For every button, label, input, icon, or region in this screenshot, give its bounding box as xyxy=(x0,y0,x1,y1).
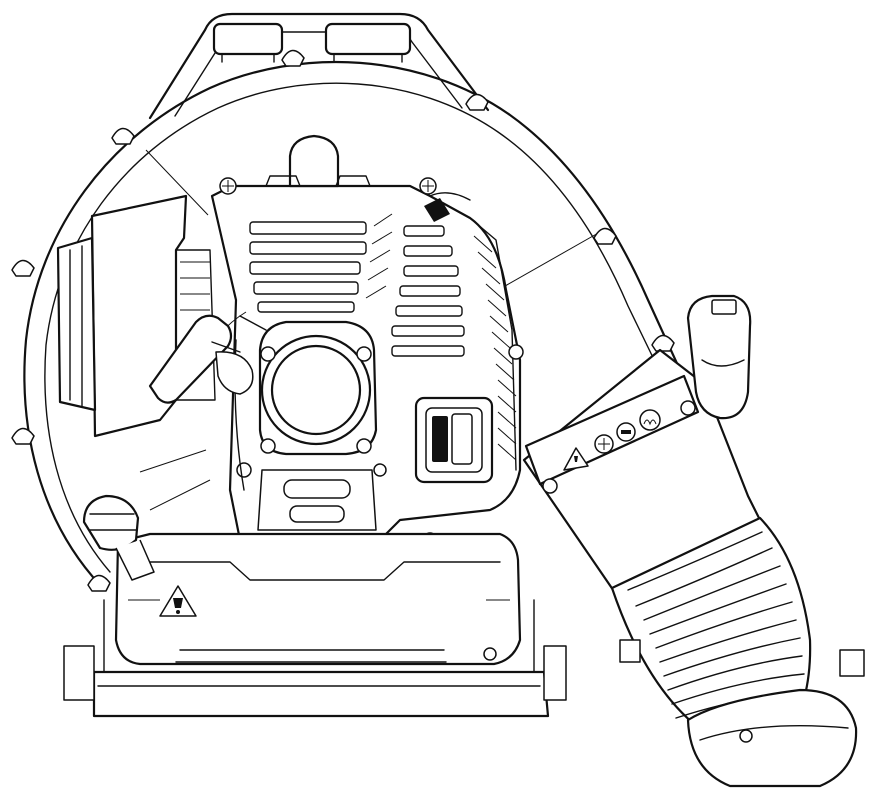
blower-tube xyxy=(522,294,865,788)
run-icon xyxy=(616,422,636,442)
starter-handle xyxy=(414,396,494,484)
carry-handle xyxy=(148,12,490,120)
base-frame xyxy=(63,599,567,718)
warning-triangle-icon xyxy=(563,447,589,471)
fan-housing xyxy=(11,49,682,592)
exhaust-ring xyxy=(139,311,378,531)
air-filter-box xyxy=(56,194,216,438)
hot-surface-icon xyxy=(639,409,661,431)
fuel-tank xyxy=(82,494,522,666)
choke-icon xyxy=(594,434,614,454)
throttle-control: STIHL xyxy=(148,314,254,404)
